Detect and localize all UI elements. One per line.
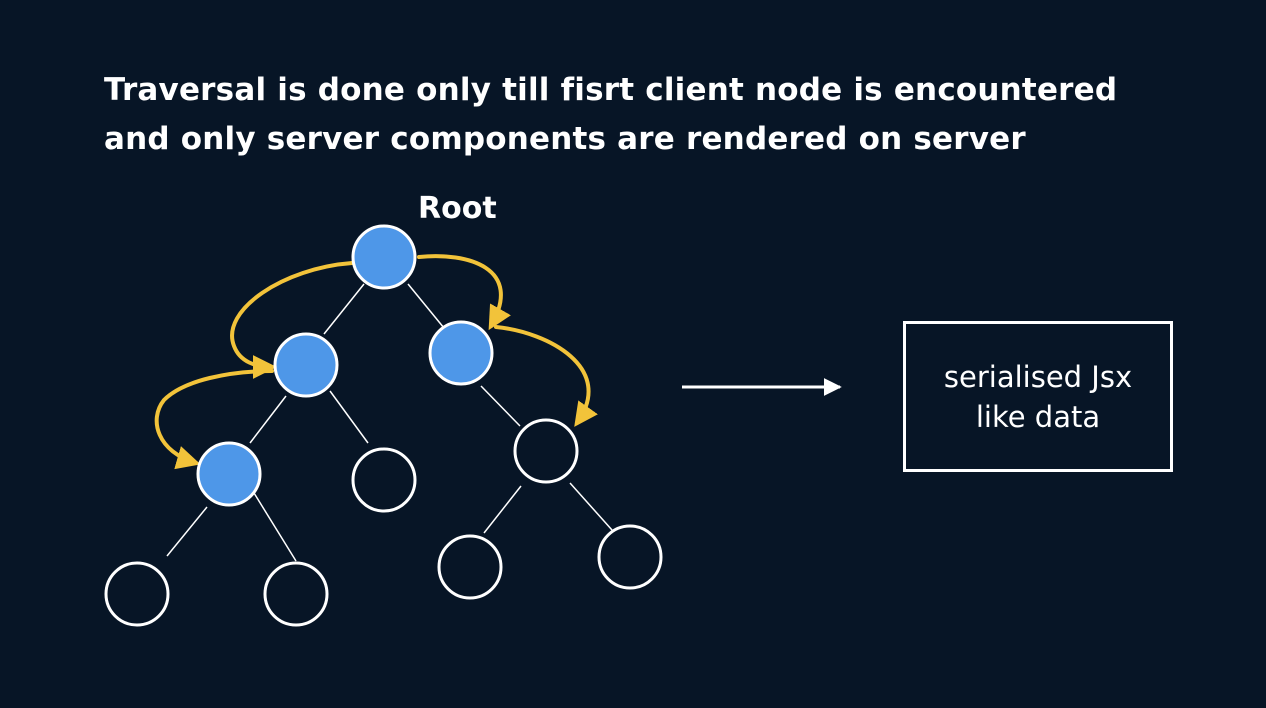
edge-root-left [323, 283, 365, 335]
client-node-leaf-1 [104, 561, 170, 627]
edge-right-child [480, 385, 521, 427]
heading-line-1: Traversal is done only till fisrt client… [104, 72, 1118, 108]
tree-edges [166, 283, 613, 562]
client-node-right-child [513, 418, 579, 484]
output-line-1: serialised Jsx [943, 359, 1133, 394]
server-node-root [351, 224, 417, 290]
diagram-heading: Traversal is done only till fisrt client… [104, 66, 1204, 164]
tree-nodes [104, 224, 663, 627]
edge-left-rightchild [329, 390, 369, 444]
server-node-left-child [196, 441, 262, 507]
traversal-arrow-root-to-left [230, 261, 354, 379]
root-label: Root [418, 191, 497, 226]
traversal-arrow-left-to-child [154, 369, 274, 470]
edge-leftchild-leaf1 [166, 506, 208, 557]
traversal-arrow-right-to-child [494, 325, 598, 427]
edge-rightchild-leaf1 [483, 485, 522, 534]
edge-left-leftchild [249, 395, 287, 444]
traversal-arrows [154, 254, 598, 470]
traversal-arrow-root-to-right [417, 254, 511, 331]
client-node-left-right [351, 447, 417, 513]
edge-rightchild-leaf2 [569, 482, 613, 531]
client-node-leaf-2 [263, 561, 329, 627]
server-node-left [273, 332, 339, 398]
heading-line-2: and only server components are rendered … [104, 121, 1026, 157]
server-node-right [428, 320, 494, 386]
output-line-2: like data [975, 399, 1101, 434]
client-node-leaf-4 [597, 524, 663, 590]
edge-leftchild-leaf2 [253, 492, 297, 562]
client-node-leaf-3 [437, 534, 503, 600]
edge-root-right [407, 283, 445, 329]
serialised-output-box: serialised Jsx like data [903, 321, 1173, 472]
